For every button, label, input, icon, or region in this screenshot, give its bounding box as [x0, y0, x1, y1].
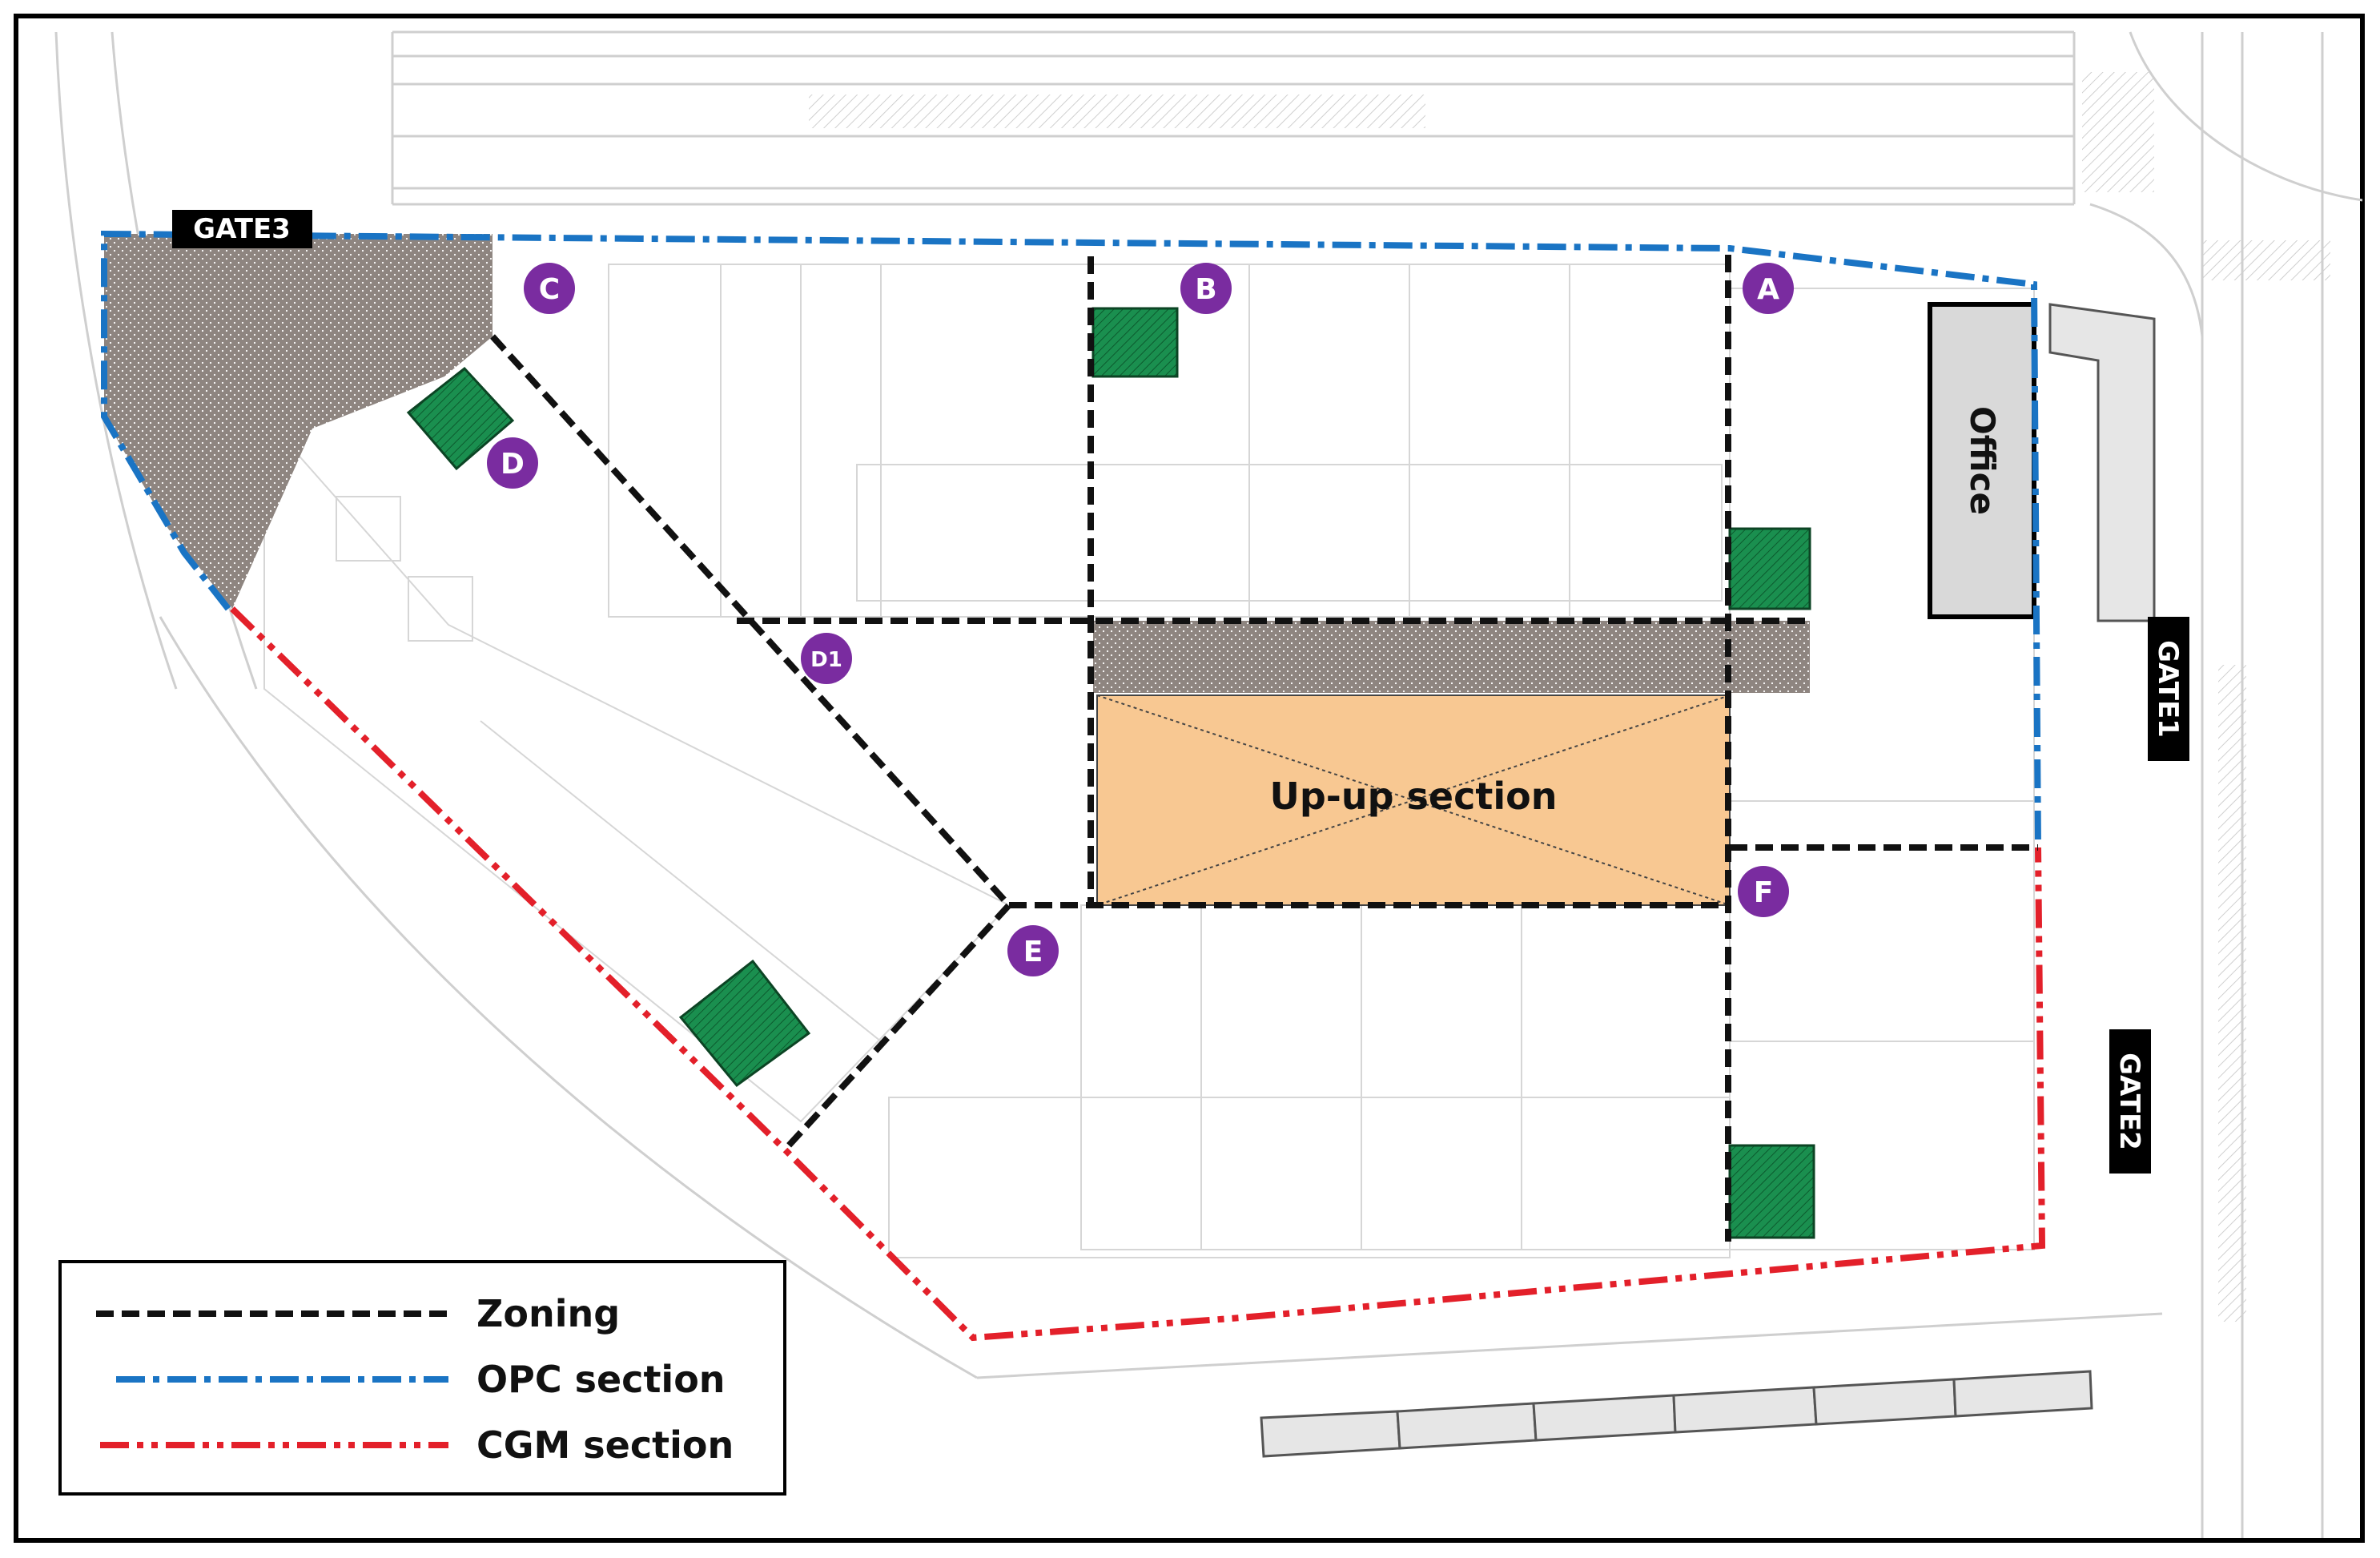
marker-a: A: [1743, 263, 1794, 314]
crosswalk-top: [2082, 72, 2154, 192]
office-label: Office: [1963, 406, 2002, 515]
legend-label-zoning: Zoning: [476, 1292, 620, 1335]
marker-f-label: F: [1754, 876, 1774, 909]
l-shaped-building: [2048, 303, 2156, 622]
gate2-label: GATE2: [2113, 1053, 2145, 1150]
crosswalk-right: [2202, 240, 2330, 280]
parking-blocks: [1260, 1370, 2093, 1458]
gate2-tag: GATE2: [2109, 1029, 2151, 1174]
marker-c: C: [524, 263, 575, 314]
road-hatch-right: [2218, 665, 2246, 1322]
legend-label-opc: OPC section: [476, 1358, 726, 1401]
marker-a-label: A: [1757, 273, 1779, 306]
legend: Zoning OPC section CGM section: [58, 1260, 786, 1496]
opc-yard-hatched: [104, 234, 492, 609]
gate1-label: GATE1: [2152, 640, 2184, 738]
marker-b: B: [1180, 263, 1232, 314]
cgm-section-boundary: [230, 606, 2046, 1342]
road-hatch-top: [809, 95, 1425, 128]
road-network: [54, 30, 2363, 1538]
marker-f: F: [1738, 866, 1789, 917]
legend-label-cgm: CGM section: [476, 1423, 734, 1467]
zoning-lines: [490, 255, 2038, 1242]
marker-e: E: [1007, 925, 1059, 976]
stair-blocks: [406, 307, 1815, 1239]
marker-d1: D1: [801, 633, 852, 684]
gate3-label: GATE3: [193, 213, 291, 245]
gate1-tag: GATE1: [2148, 617, 2189, 761]
marker-d1-label: D1: [810, 648, 842, 672]
central-corridor-hatched: [1093, 621, 1810, 693]
marker-d-label: D: [501, 448, 525, 481]
marker-e-label: E: [1023, 936, 1043, 968]
gate3-tag: GATE3: [172, 210, 312, 248]
upup-section-label: Up-up section: [1269, 775, 1557, 818]
marker-b-label: B: [1195, 273, 1216, 306]
marker-c-label: C: [539, 273, 560, 306]
opc-section-boundary: [101, 230, 2041, 848]
marker-d: D: [487, 437, 538, 489]
office-building: [1928, 302, 2036, 619]
